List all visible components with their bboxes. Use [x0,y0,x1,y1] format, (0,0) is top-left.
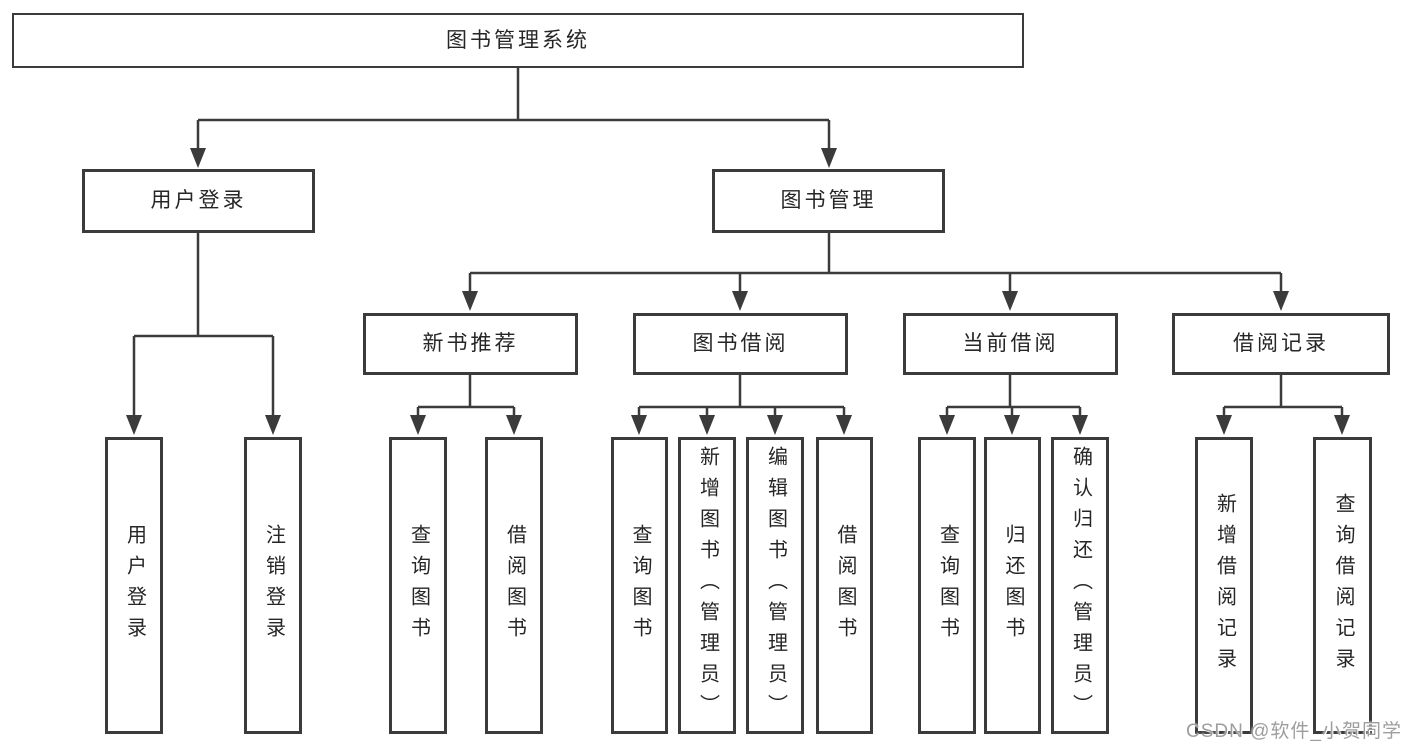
arrowhead-icon [821,148,837,168]
leaf-query-borrow-record: 查询借阅记录 [1313,437,1372,734]
leaf-user-login: 用户登录 [105,437,163,734]
leaf-query-books-current: 查询图书 [918,437,976,734]
arrowhead-icon [462,291,478,311]
node-current-borrowing: 当前借阅 [903,313,1118,375]
leaf-add-book-admin: 新增图书（管理员） [678,437,736,734]
leaf-confirm-return-admin: 确认归还（管理员） [1051,437,1109,734]
arrowhead-icon [1004,415,1020,435]
arrowhead-icon [631,415,647,435]
leaf-add-borrow-record: 新增借阅记录 [1195,437,1253,734]
arrowhead-icon [1072,415,1088,435]
node-library-management-system: 图书管理系统 [12,13,1024,68]
arrowhead-icon [699,415,715,435]
arrowhead-icon [190,148,206,168]
arrowhead-icon [767,415,783,435]
arrowhead-icon [126,415,142,435]
arrowhead-icon [1334,415,1350,435]
node-user-login: 用户登录 [82,169,315,233]
node-book-borrowing: 图书借阅 [633,313,848,375]
arrowhead-icon [410,415,426,435]
leaf-borrow-books-newbooks: 借阅图书 [485,437,543,734]
arrowhead-icon [1002,291,1018,311]
csdn-watermark: CSDN @软件_小贺同学 [1186,721,1402,742]
arrowhead-icon [265,415,281,435]
leaf-query-books-newbooks: 查询图书 [389,437,447,734]
leaf-edit-book-admin: 编辑图书（管理员） [746,437,804,734]
arrowhead-icon [506,415,522,435]
leaf-logout: 注销登录 [244,437,302,734]
arrowhead-icon [1216,415,1232,435]
arrowhead-icon [1273,291,1289,311]
arrowhead-icon [732,291,748,311]
node-borrowing-records: 借阅记录 [1172,313,1390,375]
arrowhead-icon [939,415,955,435]
tree-lines [132,66,1344,419]
node-new-book-recommendation: 新书推荐 [363,313,578,375]
leaf-query-books-borrowing: 查询图书 [611,437,668,734]
leaf-borrow-books-borrowing: 借阅图书 [816,437,873,734]
arrowhead-icon [836,415,852,435]
node-book-management: 图书管理 [712,169,945,233]
leaf-return-book: 归还图书 [984,437,1041,734]
